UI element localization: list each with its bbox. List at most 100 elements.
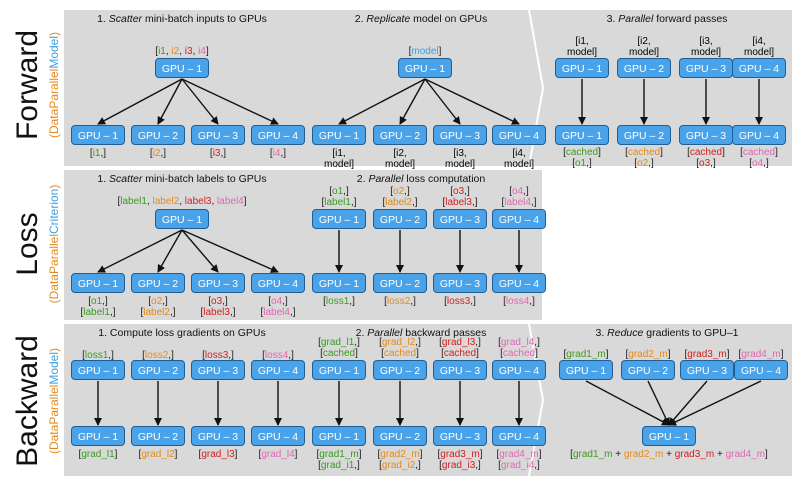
- l1-labels-label: [label1, label2, label3, label4]: [117, 196, 247, 207]
- l2-gpu-2-input: [o2,][label2,]: [382, 186, 418, 208]
- b2-gpu-3-input: [grad_l3,][cached]: [439, 337, 481, 359]
- b1-gpu-1-top: GPU – 1: [71, 360, 125, 380]
- b2-gpu-3-grad: [grad3_m][grad_i3,]: [437, 449, 483, 471]
- f2-gpu-3: GPU – 3: [433, 125, 487, 145]
- flow-arrow: [338, 78, 426, 125]
- f3-gpu-4-input: [i4,model]: [743, 36, 775, 58]
- panel-title-l2: 2. Parallel loss computation: [356, 173, 486, 185]
- b1-gpu-2-grad: [grad_l2]: [138, 449, 178, 460]
- panel-title-b2: 2. Parallel backward passes: [355, 327, 487, 339]
- l1-gpu-1-label: [o1,][label1,]: [80, 296, 116, 318]
- f2-gpu-4: GPU – 4: [492, 125, 546, 145]
- b2-gpu-4-bottom: GPU – 4: [492, 426, 546, 446]
- f2-gpu-2-label: [i2,model]: [384, 148, 416, 170]
- row-label-loss: Loss (DataParallelCriterion): [8, 170, 64, 318]
- row-label-forward: Forward (DataParallelModel): [8, 10, 64, 160]
- b3-gpu-3: GPU – 3: [680, 360, 734, 380]
- b1-gpu-2-bottom: GPU – 2: [131, 426, 185, 446]
- row-label-backward: Backward (DataParallelModel): [8, 326, 64, 476]
- panel-l1: [64, 170, 312, 320]
- l1-gpu-3: GPU – 3: [191, 273, 245, 293]
- l2-gpu-1-top: GPU – 1: [312, 209, 366, 229]
- b1-gpu-3-grad: [grad_l3]: [198, 449, 238, 460]
- l1-gpu-2-label: [o2,][label2,]: [140, 296, 176, 318]
- f3-gpu-4-top: GPU – 4: [732, 58, 786, 78]
- l2-gpu-4-input: [o4,][label4,]: [501, 186, 537, 208]
- b2-gpu-2-input: [grad_l2,][cached]: [379, 337, 421, 359]
- l2-gpu-3-bottom: GPU – 3: [433, 273, 487, 293]
- b3-gpu-1-grad: [grad1_m]: [563, 349, 609, 360]
- l2-gpu-4-bottom: GPU – 4: [492, 273, 546, 293]
- b1-gpu-4-top: GPU – 4: [251, 360, 305, 380]
- flow-arrow: [424, 78, 520, 125]
- f3-gpu-3-input: [i3,model]: [690, 36, 722, 58]
- b1-gpu-1-grad: [grad_l1]: [78, 449, 118, 460]
- l2-gpu-1-bottom: GPU – 1: [312, 273, 366, 293]
- f1-gpu-2: GPU – 2: [131, 125, 185, 145]
- b3-gpu-4: GPU – 4: [734, 360, 788, 380]
- flow-arrow: [97, 229, 183, 273]
- l2-gpu-1-loss: [loss1,]: [323, 296, 355, 307]
- f3-gpu-1-output: [cached][o1,]: [563, 147, 601, 169]
- b3-gpu-3-grad: [grad3_m]: [684, 349, 730, 360]
- l1-gpu-4-label: [o4,][label4,]: [260, 296, 296, 318]
- f3-gpu-1-input: [i1,model]: [566, 36, 598, 58]
- row-subtitle-backward: (DataParallelModel): [47, 347, 61, 455]
- b2-gpu-1-input: [grad_l1,][cached]: [318, 337, 360, 359]
- f1-gpu-2-label: [i2,]: [149, 148, 167, 159]
- b2-gpu-1-bottom: GPU – 1: [312, 426, 366, 446]
- flow-arrow: [181, 78, 279, 125]
- b2-gpu-4-top: GPU – 4: [492, 360, 546, 380]
- l2-gpu-3-top: GPU – 3: [433, 209, 487, 229]
- panel-title-b3: 3. Reduce gradients to GPU–1: [595, 327, 739, 339]
- f3-gpu-4-output: [cached][o4,]: [740, 147, 778, 169]
- flow-arrow: [97, 78, 183, 125]
- panel-b1: [64, 324, 312, 476]
- b2-gpu-4-grad: [grad4_m][grad_i4,]: [496, 449, 542, 471]
- b2-gpu-1-top: GPU – 1: [312, 360, 366, 380]
- f2-source-gpu: GPU – 1: [398, 58, 452, 78]
- l2-gpu-2-bottom: GPU – 2: [373, 273, 427, 293]
- b3-gpu-2: GPU – 2: [621, 360, 675, 380]
- b1-gpu-2-loss: [loss2,]: [142, 350, 174, 361]
- flow-arrow: [181, 78, 219, 125]
- panel-title-f2: 2. Replicate model on GPUs: [354, 13, 488, 25]
- l2-gpu-4-top: GPU – 4: [492, 209, 546, 229]
- f2-gpu-3-label: [i3,model]: [444, 148, 476, 170]
- b1-gpu-4-bottom: GPU – 4: [251, 426, 305, 446]
- l2-gpu-2-loss: [loss2,]: [384, 296, 416, 307]
- f3-gpu-2-input: [i2,model]: [628, 36, 660, 58]
- f2-model-label: [model]: [408, 46, 442, 57]
- f1-gpu-1-label: [i1,]: [89, 148, 107, 159]
- f1-gpu-3-label: [i3,]: [209, 148, 227, 159]
- b1-gpu-3-top: GPU – 3: [191, 360, 245, 380]
- panel-title-b1: 1. Compute loss gradients on GPUs: [98, 327, 266, 339]
- l1-gpu-1: GPU – 1: [71, 273, 125, 293]
- flow-arrow: [668, 380, 762, 426]
- flow-arrow: [668, 380, 708, 426]
- f1-source-gpu: GPU – 1: [155, 58, 209, 78]
- panel-title-f3: 3. Parallel forward passes: [606, 13, 728, 25]
- f1-gpu-1: GPU – 1: [71, 125, 125, 145]
- l2-gpu-3-input: [o3,][label3,]: [442, 186, 478, 208]
- row-subtitle-forward: (DataParallelModel): [47, 31, 61, 139]
- f1-gpu-3: GPU – 3: [191, 125, 245, 145]
- flow-arrow: [399, 78, 426, 125]
- panel-title-l1: 1. Scatter mini-batch labels to GPUs: [97, 173, 267, 185]
- flow-arrow: [181, 229, 219, 273]
- row-title-loss: Loss: [11, 212, 44, 276]
- f3-gpu-1-bottom: GPU – 1: [555, 125, 609, 145]
- b2-gpu-1-grad: [grad1_m][grad_i1,]: [316, 449, 362, 471]
- b3-gpu-2-grad: [grad2_m]: [625, 349, 671, 360]
- f3-gpu-2-bottom: GPU – 2: [617, 125, 671, 145]
- l1-gpu-3-label: [o3,][label3,]: [200, 296, 236, 318]
- f3-gpu-2-output: [cached][o2,]: [625, 147, 663, 169]
- f2-gpu-1-label: [i1,model]: [323, 148, 355, 170]
- flow-arrow: [181, 229, 279, 273]
- b2-gpu-2-top: GPU – 2: [373, 360, 427, 380]
- b1-gpu-4-grad: [grad_l4]: [258, 449, 298, 460]
- b2-gpu-2-bottom: GPU – 2: [373, 426, 427, 446]
- f1-inputs-label: [i1, i2, i3, i4]: [155, 46, 209, 57]
- b1-gpu-4-loss: [loss4,]: [262, 350, 294, 361]
